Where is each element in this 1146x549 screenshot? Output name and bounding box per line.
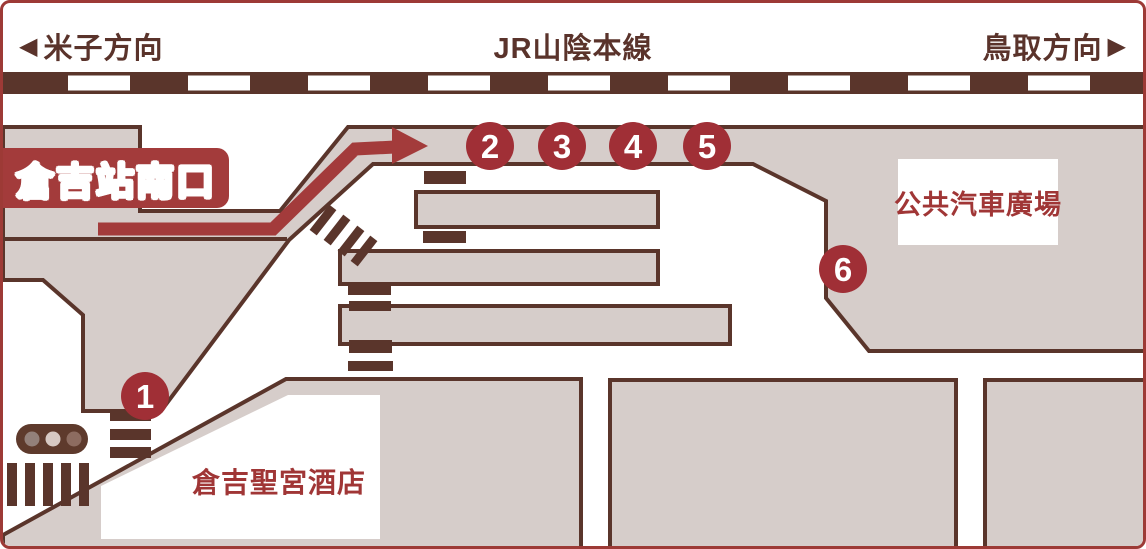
station-south-exit-badge: 倉吉站南口: [3, 148, 229, 208]
platform-crossing-bar: [349, 340, 392, 353]
railway-line-label: JR山陰本線: [493, 33, 653, 65]
crosswalk-bar: [25, 463, 35, 506]
city-block-right: [983, 378, 1143, 546]
platform-crossing-bar: [348, 361, 393, 371]
crosswalk-bar: [43, 463, 53, 506]
crosswalk-bar: [110, 429, 151, 440]
diagonal-crosswalk-stripe: [323, 214, 351, 246]
map-canvas: [3, 72, 1143, 546]
route-arrow-head-icon: [392, 127, 428, 164]
platform-crossing-bar: [349, 301, 391, 311]
platform-island-3: [338, 304, 732, 346]
route-arrow-shaft: [98, 140, 396, 236]
diagonal-crosswalk-stripe: [350, 235, 378, 267]
bus-plaza-label-box: 公共汽車廣場: [894, 159, 1061, 245]
map-header: ◀ 米子方向 JR山陰本線 鳥取方向 ▶: [19, 25, 1127, 67]
traffic-light-lamp-left: [24, 431, 40, 447]
platform-island-2: [338, 249, 660, 286]
stop-marker-3: 3: [538, 122, 586, 170]
diagonal-crosswalk-stripe: [309, 204, 337, 236]
direction-east-text: 鳥取方向: [982, 33, 1103, 65]
direction-west-text: 米子方向: [43, 33, 164, 65]
hotel-building-shape: [101, 395, 380, 539]
crosswalk-bar: [110, 447, 151, 458]
crosswalk-bar: [79, 463, 89, 506]
platform-crossing-bar: [423, 231, 466, 243]
platform-crossing-bar: [348, 284, 391, 295]
city-block-middle: [608, 378, 958, 546]
diagonal-crosswalk: [309, 204, 378, 267]
direction-west-label: ◀ 米子方向: [19, 25, 163, 67]
stop-marker-5: 5: [683, 122, 731, 170]
stop-marker-6: 6: [819, 245, 867, 293]
traffic-light-icon: [16, 424, 88, 454]
stop-marker-4: 4: [609, 122, 657, 170]
stop-marker-2: 2: [466, 122, 514, 170]
crosswalk-bar: [61, 463, 71, 506]
platform-island-1: [414, 190, 660, 229]
bus-plaza-label: 公共汽車廣場: [894, 189, 1062, 220]
crosswalk-vertical: [7, 463, 89, 506]
platform-crossing-bar: [424, 171, 466, 184]
station-and-plaza-shape: [3, 125, 1143, 413]
diagonal-crosswalk-stripe: [337, 225, 365, 257]
direction-east-label: 鳥取方向 ▶: [983, 25, 1127, 67]
crosswalk-bar: [7, 463, 17, 506]
arrow-right-icon: ▶: [1107, 32, 1127, 60]
arrow-left-icon: ◀: [19, 32, 39, 60]
stop-marker-1: 1: [121, 372, 169, 420]
traffic-light-lamp-right: [66, 431, 82, 447]
traffic-light-lamp-middle: [45, 431, 61, 447]
hotel-label: 倉吉聖宮酒店: [191, 467, 366, 498]
